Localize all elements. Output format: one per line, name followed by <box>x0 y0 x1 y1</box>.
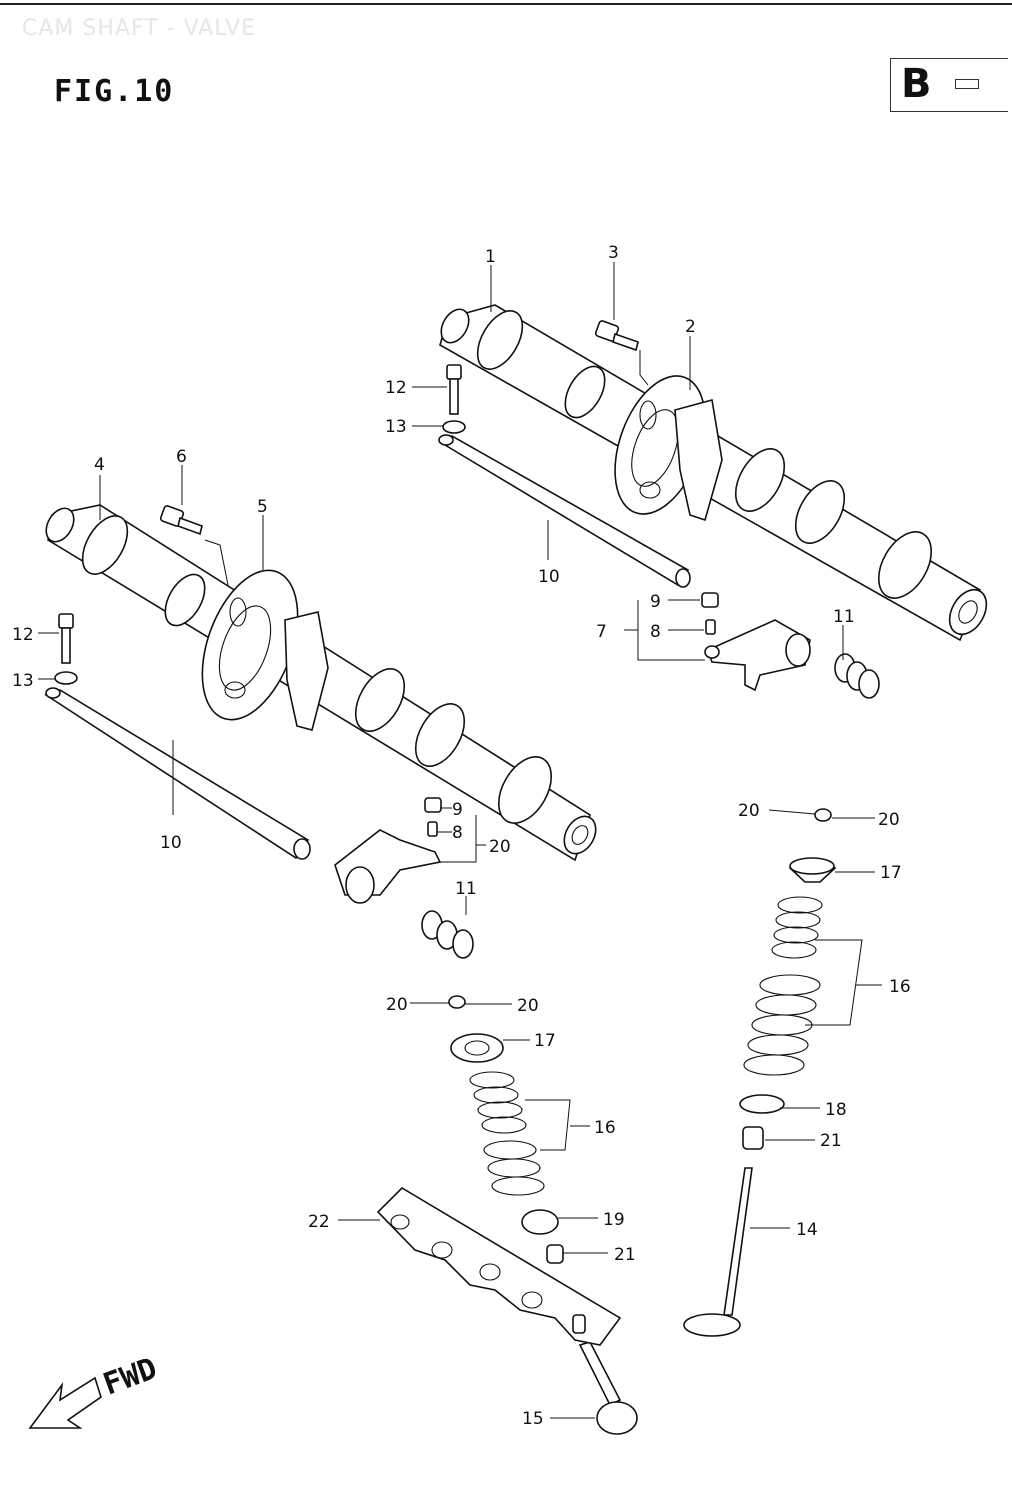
callout-13-lower: 13 <box>12 671 34 691</box>
rocker-shaft-lower <box>44 687 311 860</box>
callout-5: 5 <box>257 497 268 517</box>
valve-spring-left <box>469 1071 545 1196</box>
callout-2: 2 <box>685 317 696 337</box>
callout-1: 1 <box>485 247 496 267</box>
callout-9-upper: 9 <box>650 592 661 612</box>
callout-21-right: 21 <box>820 1131 842 1151</box>
cam-sprocket-upper <box>614 375 723 522</box>
callout-11-upper: 11 <box>833 607 855 627</box>
callout-7: 7 <box>596 622 607 642</box>
callout-9-lower: 9 <box>452 800 463 820</box>
callout-6: 6 <box>176 447 187 467</box>
callout-17-left: 17 <box>534 1031 556 1051</box>
figure-title: FIG.10 <box>54 74 175 109</box>
callout-16-left: 16 <box>594 1118 616 1138</box>
callout-18: 18 <box>825 1100 847 1120</box>
rocker-arm-lower <box>334 797 442 904</box>
badge-letter: B <box>901 61 932 107</box>
faint-section-title: CAM SHAFT - VALVE <box>22 16 257 41</box>
shaft-bolt-upper <box>442 364 466 434</box>
callout-19: 19 <box>603 1210 625 1230</box>
callout-12-lower: 12 <box>12 625 34 645</box>
callout-16-right: 16 <box>889 977 911 997</box>
callout-14: 14 <box>796 1220 818 1240</box>
callout-20-lower-rocker: 20 <box>489 837 511 857</box>
rocker-spring-lower <box>421 910 474 959</box>
top-border <box>0 3 1012 5</box>
sprocket-bolt-lower <box>159 505 203 536</box>
valve-spring-right <box>743 896 823 1076</box>
valve-guide-plate <box>376 1186 622 1346</box>
forward-label: FWD <box>99 1351 162 1402</box>
sprocket-bolt-upper <box>594 320 639 352</box>
rocker-spring-upper <box>834 653 880 699</box>
callout-8-upper: 8 <box>650 622 661 642</box>
valve-assembly-right <box>683 808 837 1337</box>
callout-12-upper: 12 <box>385 378 407 398</box>
callout-11-lower: 11 <box>455 879 477 899</box>
callout-20-left-b: 20 <box>517 996 539 1016</box>
shaft-bolt-lower <box>54 613 78 685</box>
badge-mark-icon <box>955 79 979 89</box>
callout-15: 15 <box>522 1409 544 1429</box>
callout-21-left: 21 <box>614 1245 636 1265</box>
callout-13-upper: 13 <box>385 417 407 437</box>
callout-10-upper: 10 <box>538 567 560 587</box>
cam-sprocket-lower <box>201 569 329 731</box>
forward-direction-indicator: FWD <box>28 1351 162 1429</box>
callout-10-lower: 10 <box>160 833 182 853</box>
callout-3: 3 <box>608 243 619 263</box>
callout-20-right-a: 20 <box>738 801 760 821</box>
model-badge: B <box>890 58 1008 112</box>
callout-22: 22 <box>308 1212 330 1232</box>
callout-4: 4 <box>94 455 105 475</box>
leader-lines <box>38 262 882 1419</box>
callout-20-left-a: 20 <box>386 995 408 1015</box>
forward-arrow-icon <box>28 1376 102 1429</box>
rocker-arm-upper <box>701 592 811 692</box>
callout-20-right-b: 20 <box>878 810 900 830</box>
rocker-shaft-upper <box>438 434 691 588</box>
valve-assembly-left <box>448 995 638 1435</box>
callout-8-lower: 8 <box>452 823 463 843</box>
callout-17-right: 17 <box>880 863 902 883</box>
callout-labels: 1 2 3 4 5 6 7 8 8 9 9 10 10 11 11 12 12 … <box>12 243 911 1429</box>
